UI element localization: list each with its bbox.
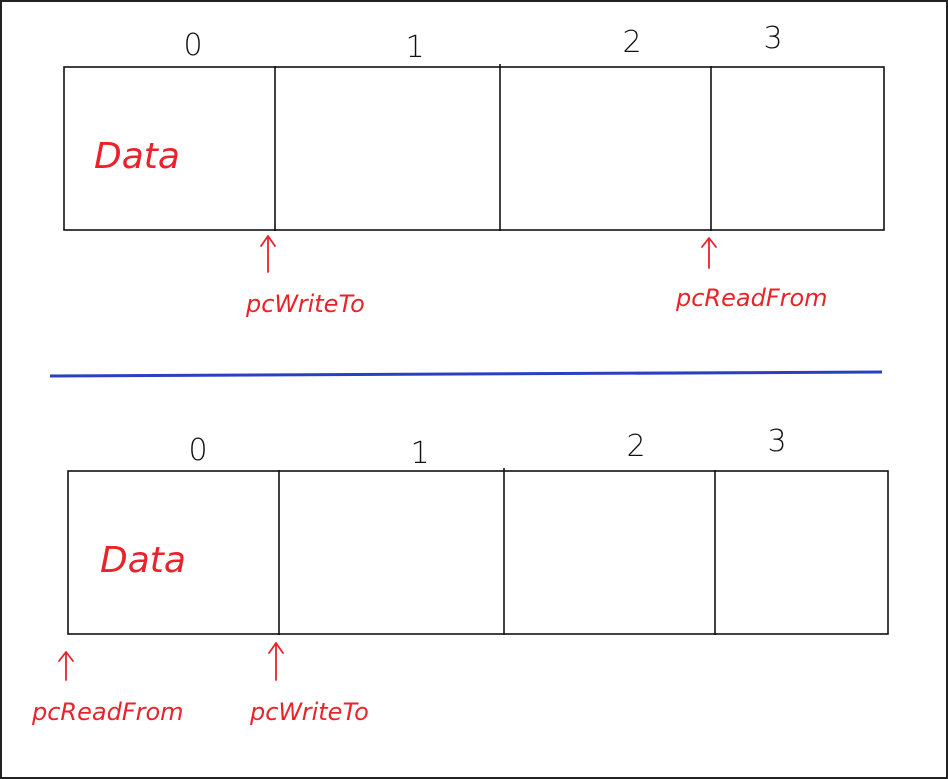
data-label: Data [100,540,186,581]
index-label-2: 2 [626,429,645,464]
index-label-0: 0 [183,28,202,63]
buffer-diagram-bottom: 0 1 2 3 Data pcReadFrom pcWriteTo [31,424,889,726]
buffer-diagram-top: 0 1 2 3 Data pcWriteTo pcReadFrom [63,21,885,318]
data-label: Data [94,136,180,177]
read-pointer-label: pcReadFrom [31,698,184,726]
write-pointer-label: pcWriteTo [245,290,365,318]
index-label-1: 1 [405,30,424,65]
write-pointer-label: pcWriteTo [249,698,369,726]
read-pointer-arrow-icon [58,651,74,681]
buffer-outline [67,470,889,635]
read-pointer-label: pcReadFrom [675,284,828,312]
index-label-1: 1 [410,436,429,471]
index-label-2: 2 [622,25,641,60]
write-pointer-arrow-icon [260,235,276,273]
section-separator [49,370,883,378]
index-label-3: 3 [767,424,786,459]
read-pointer-arrow-icon [701,237,717,269]
index-label-0: 0 [188,433,207,468]
write-pointer-arrow-icon [268,642,284,681]
index-label-3: 3 [763,21,782,56]
buffer-outline [63,66,885,231]
